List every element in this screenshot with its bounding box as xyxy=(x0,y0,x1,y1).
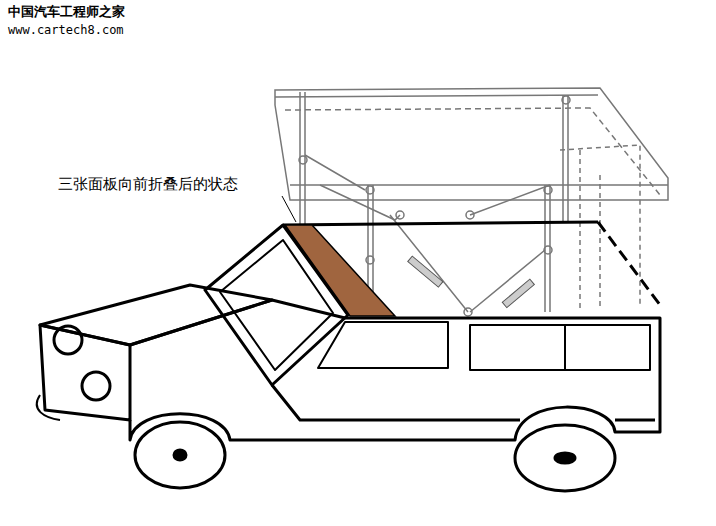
roof-frame xyxy=(544,186,552,194)
car-body xyxy=(272,385,655,420)
roof-frame xyxy=(464,308,472,316)
gas-spring xyxy=(408,256,443,287)
car-body xyxy=(130,318,660,440)
folded-panels xyxy=(285,225,395,316)
car-body xyxy=(470,325,650,370)
roof-frame xyxy=(466,211,474,219)
rear-roof-line xyxy=(598,222,660,305)
car-body xyxy=(82,372,110,400)
leader-line xyxy=(282,196,296,222)
leader-line xyxy=(282,196,296,222)
car-body xyxy=(40,325,130,420)
callout-label: 三张面板向前折叠后的状态 xyxy=(58,175,238,193)
car-body xyxy=(318,322,448,368)
roof-frame xyxy=(275,88,668,316)
car-body xyxy=(54,326,82,354)
roof-frame xyxy=(275,88,668,200)
roof-frame xyxy=(300,92,305,225)
roof-frame xyxy=(562,96,570,104)
roof-frame xyxy=(299,156,307,164)
car-body xyxy=(555,453,575,463)
watermark-title: 中国汽车工程师之家 xyxy=(8,4,125,20)
car-body xyxy=(174,450,186,460)
roof-frame xyxy=(545,185,550,312)
roof-frame xyxy=(470,185,550,312)
watermark-url: www.cartech8.com xyxy=(8,23,124,37)
rear-roof-line xyxy=(598,222,660,305)
folded-panels xyxy=(285,225,395,316)
roof-frame xyxy=(544,246,552,254)
roof-frame xyxy=(563,95,568,222)
roof-frame xyxy=(285,108,660,195)
car-body xyxy=(135,422,225,488)
car-body xyxy=(37,222,660,491)
roof-frame xyxy=(396,211,404,219)
roof-frame xyxy=(366,256,374,264)
gas-spring xyxy=(408,256,535,308)
roof-frame xyxy=(320,185,400,220)
car-body xyxy=(283,222,598,225)
car-body xyxy=(37,395,60,420)
car-body xyxy=(515,425,615,491)
roof-frame xyxy=(560,145,640,310)
gas-spring xyxy=(502,279,534,308)
roof-frame xyxy=(366,186,374,194)
